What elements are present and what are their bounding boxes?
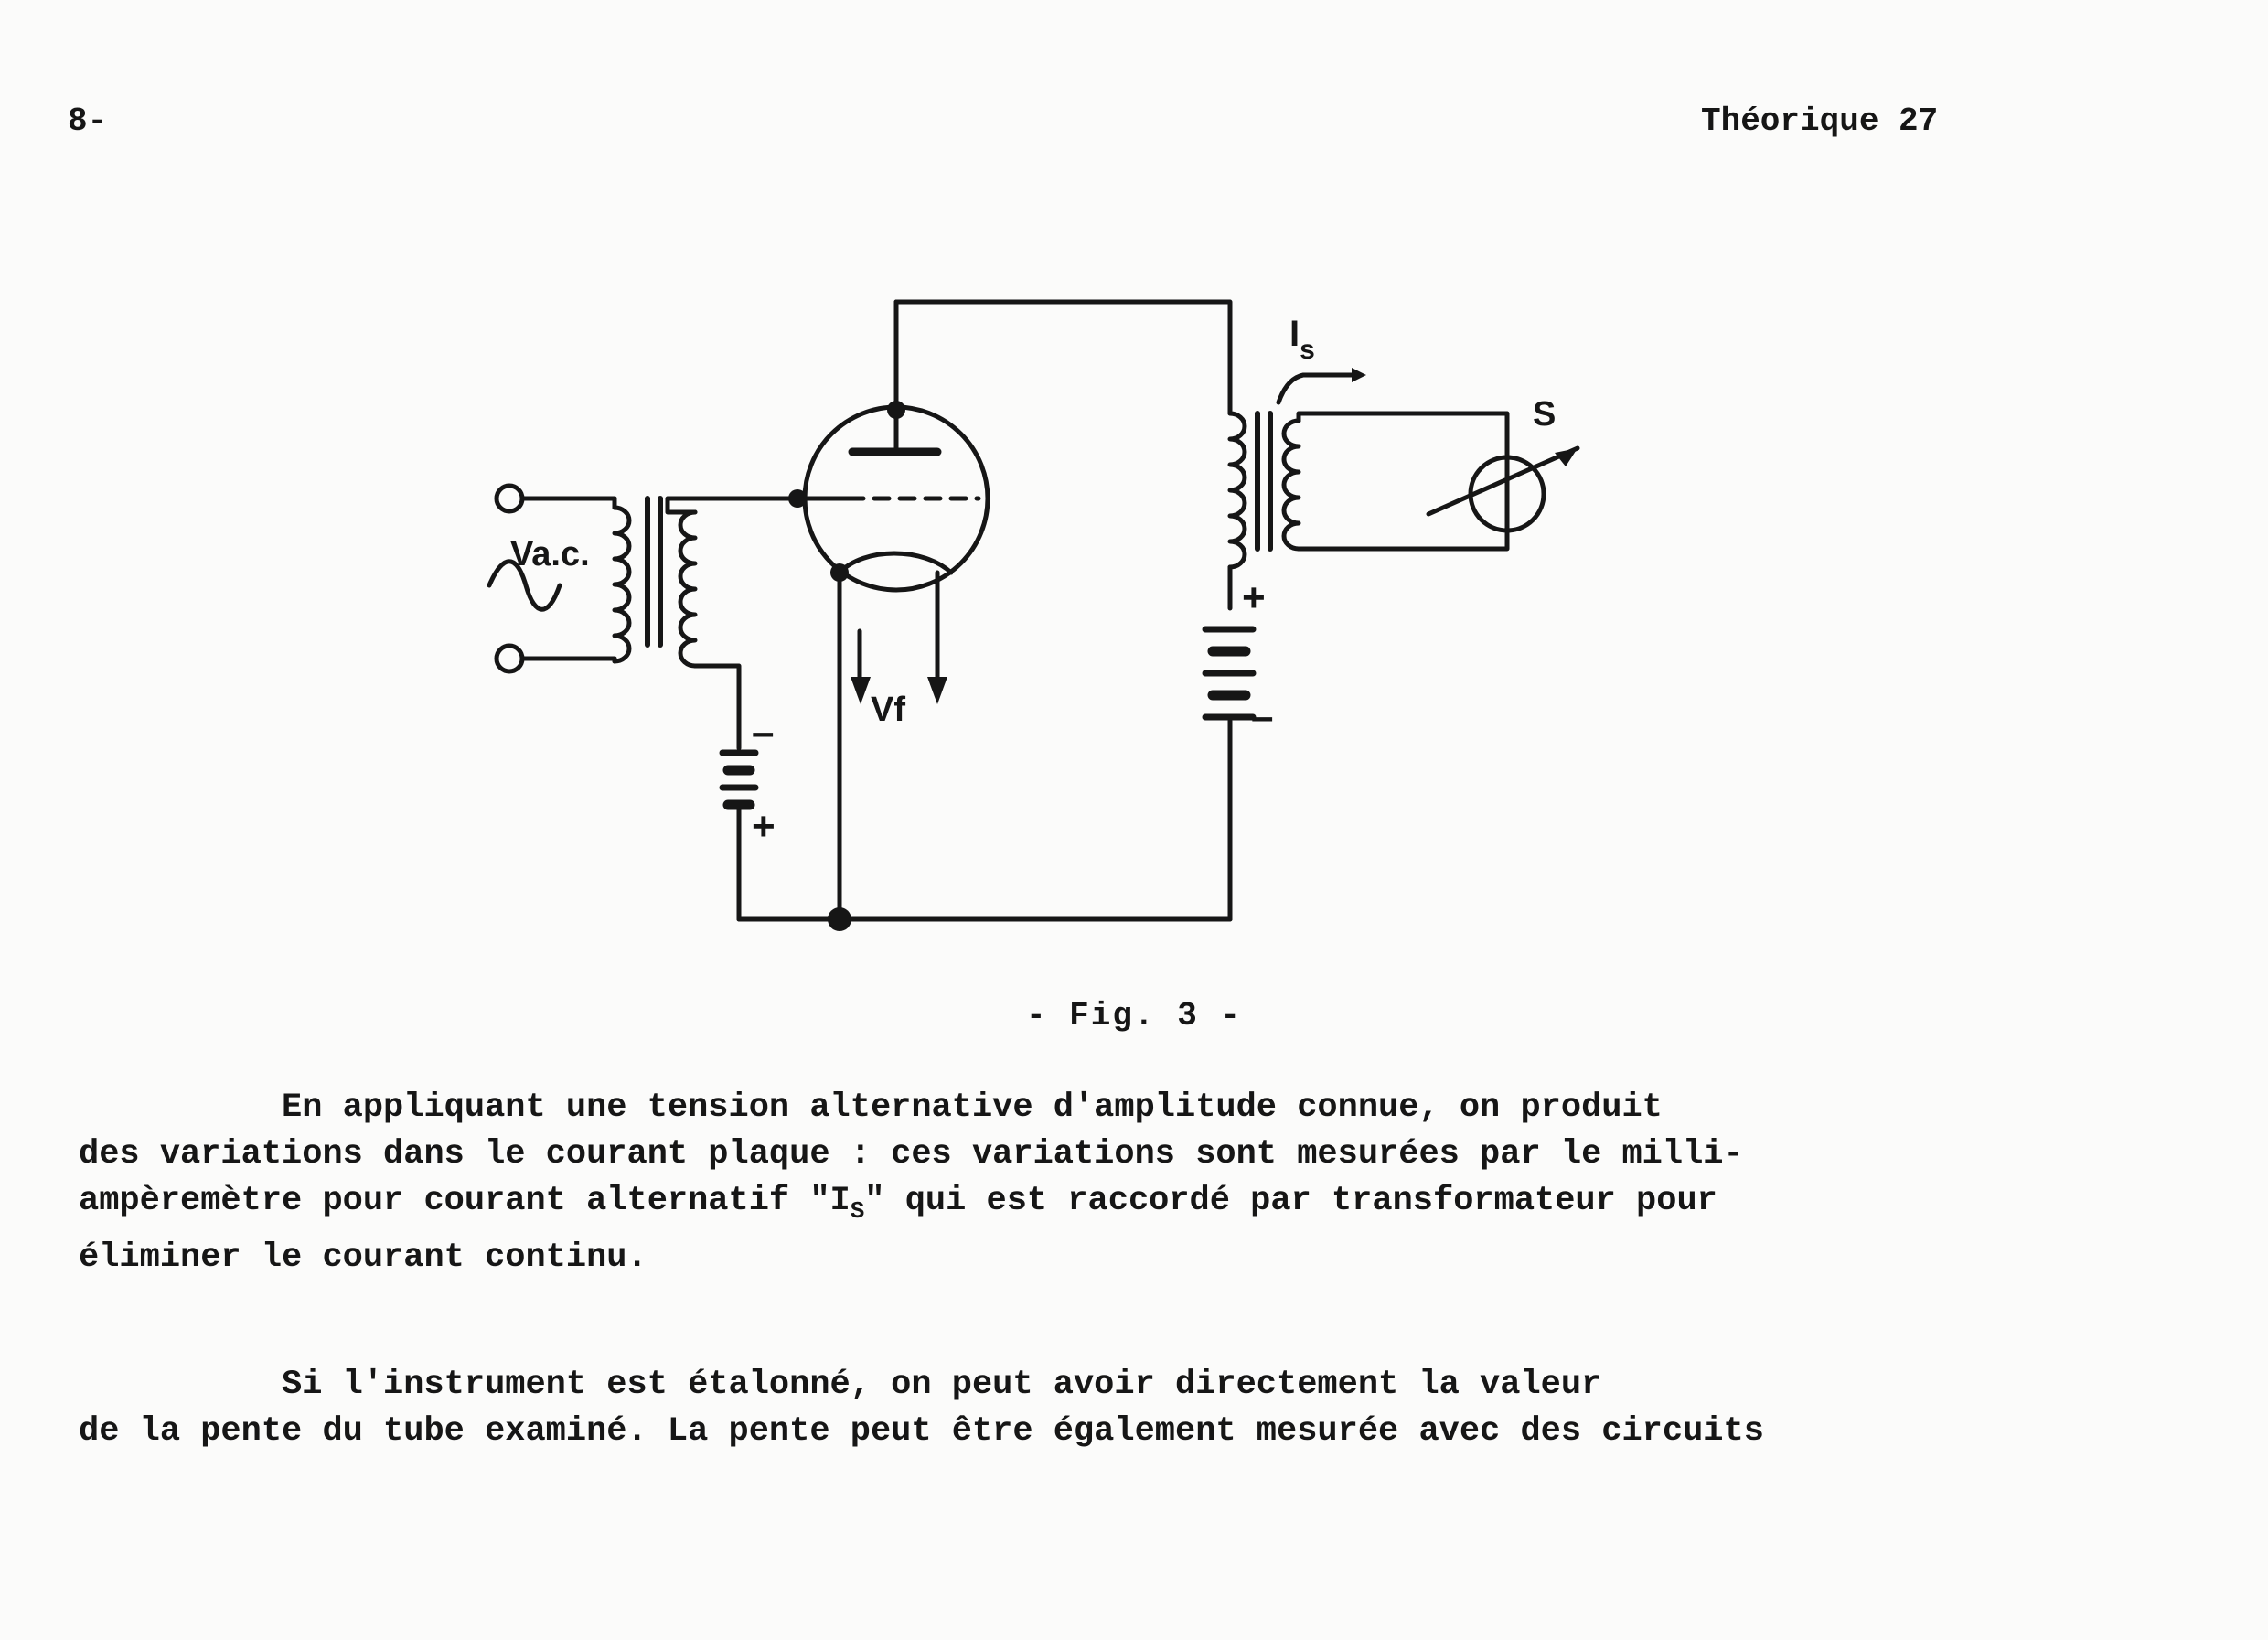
junction-grid [788, 489, 807, 508]
meter-label-s: S [1533, 395, 1556, 434]
junction-cathode [830, 563, 849, 582]
paragraph-1-line-3-part-b: " qui est raccordé par transformateur po… [864, 1182, 1717, 1220]
paragraph-2: Si l'instrument est étalonné, on peut av… [79, 1362, 2136, 1455]
paragraph-2-line-2: de la pente du tube examiné. La pente pe… [79, 1412, 1764, 1451]
input-transformer [612, 496, 698, 669]
meter-needle [1426, 445, 1580, 517]
current-arrow-head [1352, 368, 1366, 382]
paragraph-1-line-3: ampèremètre pour courant alternatif "IS"… [79, 1178, 2136, 1235]
vf-arrow-left [850, 677, 871, 704]
junction-plate [887, 401, 905, 419]
page-number: 8- [68, 102, 108, 140]
running-header: Théorique 27 [1701, 102, 1939, 140]
paragraph-2-line-1: Si l'instrument est étalonné, on peut av… [79, 1366, 1602, 1404]
paragraph-1-line-3-part-a: ampèremètre pour courant alternatif "I [79, 1182, 850, 1220]
vf-arrow-right [927, 677, 947, 704]
figure-caption: - Fig. 3 - [1025, 997, 1243, 1034]
plus-sign-bias-battery: + [752, 804, 776, 849]
current-arrow [1276, 372, 1354, 405]
paragraph-1-line-1: En appliquant une tension alternative d'… [79, 1088, 1663, 1127]
is-label-subscript: s [1300, 335, 1315, 365]
paragraph-1: En appliquant une tension alternative d'… [79, 1085, 2136, 1281]
meter-wire-bottom [1296, 491, 1510, 552]
junction-ground [828, 907, 851, 931]
ac-symbol [487, 559, 562, 612]
vacuum-tube [795, 299, 990, 922]
bias-battery [719, 736, 759, 922]
plate-battery [1202, 626, 1257, 922]
vf-label: Vf [871, 691, 905, 729]
meter-wire-top [1296, 411, 1510, 497]
paragraph-1-line-2: des variations dans le courant plaque : … [79, 1135, 1744, 1174]
input-terminal-top [494, 483, 525, 514]
output-transformer [1227, 411, 1301, 570]
bias-wire-top [692, 663, 742, 742]
input-terminal-bottom [494, 643, 525, 674]
vac-label: Va.c. [510, 535, 590, 573]
is-label-main: I [1289, 314, 1300, 354]
meter-arrow-head [1555, 448, 1578, 466]
is-label: Is [1289, 314, 1315, 365]
plus-sign-plate-battery: + [1242, 575, 1266, 620]
plate-wire [893, 299, 1233, 416]
minus-sign-bias-battery: – [752, 710, 774, 755]
minus-sign-plate-battery: – [1251, 694, 1273, 739]
is-subscript: S [850, 1197, 865, 1226]
paragraph-1-line-4: éliminer le courant continu. [79, 1238, 647, 1278]
grid-wire [665, 496, 800, 515]
